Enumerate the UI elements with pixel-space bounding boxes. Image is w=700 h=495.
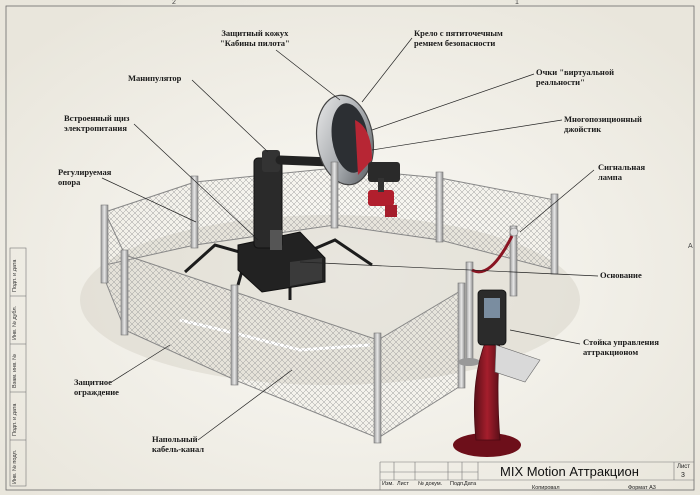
side-cell-sign-date-1: Подп. и дата bbox=[12, 259, 18, 292]
leader-lines bbox=[101, 37, 599, 441]
signal-lamp bbox=[509, 227, 519, 237]
callout-base: Основание bbox=[600, 270, 642, 280]
format-label: Формат А3 bbox=[628, 485, 656, 491]
callout-manipulator: Манипулятор bbox=[128, 73, 182, 83]
callout-cable-channel: Напольный кабель-канал bbox=[152, 434, 205, 454]
tb-header-doc-number: № докум. bbox=[418, 481, 443, 487]
callout-power-panel: Встроенный щиз электропитания bbox=[64, 113, 130, 133]
callout-signal-lamp: Сигнальная лампа bbox=[598, 162, 646, 182]
sheet-border bbox=[5, 5, 695, 491]
control-stand bbox=[453, 289, 541, 457]
copied-label: Копировал bbox=[532, 485, 560, 491]
tb-header-signature: Подп. bbox=[450, 481, 465, 487]
side-cell-sign-date-2: Подп. и дата bbox=[12, 403, 18, 436]
fence-posts bbox=[100, 161, 559, 444]
sheet-number: 3 bbox=[681, 472, 685, 479]
callout-vr-glasses: Очки "виртуальной реальности" bbox=[536, 67, 614, 87]
tb-header-sheet: Лист bbox=[397, 481, 409, 487]
callout-control-stand: Стойка управления аттракционом bbox=[583, 337, 659, 357]
side-cell-replace-inv: Взам. инв. № bbox=[12, 353, 18, 388]
drawing-title: MIX Motion Аттракцион bbox=[500, 464, 639, 479]
manipulator bbox=[183, 150, 373, 300]
zone-mark-1: 1 bbox=[515, 0, 519, 6]
rope-barrier bbox=[458, 235, 514, 366]
title-block bbox=[379, 461, 694, 490]
callout-joystick: Многопозиционный джойстик bbox=[564, 114, 642, 134]
side-cell-orig-inv: Инв. № подл. bbox=[12, 449, 18, 484]
zone-mark-a: A bbox=[688, 243, 693, 250]
side-cell-dup-inv: Инв. № дубл. bbox=[12, 305, 18, 340]
tb-header-date: Дата bbox=[464, 481, 477, 487]
fence-back bbox=[104, 167, 556, 271]
zone-mark-2: 2 bbox=[172, 0, 176, 6]
cockpit bbox=[315, 94, 400, 217]
tb-header-change: Изм. bbox=[382, 481, 394, 487]
sheet-label: Лист bbox=[677, 464, 691, 470]
callout-cockpit-cover: Защитный кожух "Кабины пилота" bbox=[220, 28, 290, 48]
callout-seat: Крело с пятиточечным ремнем безопасности bbox=[414, 28, 503, 48]
callout-adjustable-support: Регулируемая опора bbox=[58, 167, 112, 187]
callout-fence: Защитное ограждение bbox=[74, 377, 119, 397]
side-strip bbox=[9, 247, 27, 487]
